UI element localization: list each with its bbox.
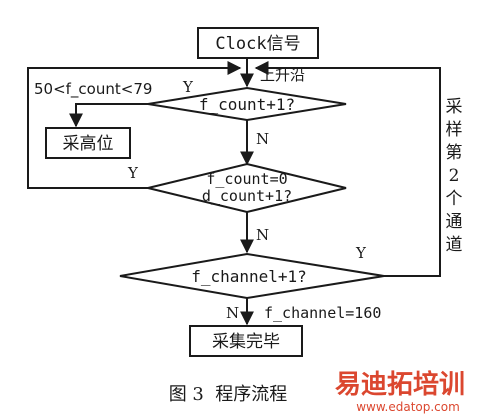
decision1-diamond [147, 86, 347, 122]
decision1-yes: Y [182, 78, 194, 96]
loop-label-char: 道 [446, 235, 463, 255]
decision2-yes: Y [127, 164, 139, 182]
loop-right-line [254, 61, 441, 277]
decision3-no: N [226, 304, 239, 322]
loop-label: 采样第 2 个通道 [446, 97, 463, 255]
decision3-condition-label: f_channel=160 [264, 304, 381, 322]
decision2-no: N [256, 226, 269, 244]
d1-condition-label: 50<f_count<79 [34, 80, 152, 99]
start-box-label: Clock信号 [215, 34, 300, 54]
loop-label-char: 第 [446, 143, 463, 163]
loop-label-char: 个 [446, 189, 463, 209]
end-box-label: 采集完毕 [212, 332, 280, 352]
decision3-text: f_channel+1? [191, 267, 307, 286]
loop-label-char: 样 [446, 120, 463, 140]
loop-left-line [27, 61, 242, 189]
decision3-diamond [119, 252, 385, 300]
loop-label-char: 通 [446, 212, 463, 232]
start-box [197, 27, 319, 59]
arrow-d1-to-high [69, 103, 148, 128]
decision2-diamond [147, 162, 347, 214]
decision2-line2: d_count+1? [202, 187, 292, 205]
decision3-yes: Y [355, 244, 367, 262]
figure-caption: 图 3 程序流程 [169, 384, 288, 405]
watermark-logo-text: 易迪拓培训 [335, 370, 465, 400]
process-high-label: 采高位 [63, 134, 114, 154]
decision2-line1: f_count=0 [206, 170, 287, 188]
process-high-box [45, 127, 131, 159]
decision1-no: N [256, 130, 269, 148]
rising-edge-label: 上升沿 [260, 66, 305, 84]
loop-label-char: 采 [446, 97, 463, 117]
decision1-text: f_count+1? [199, 95, 295, 114]
end-box [189, 325, 303, 357]
loop-label-char: 2 [449, 166, 460, 186]
watermark-url: www.edatop.com [356, 400, 460, 414]
